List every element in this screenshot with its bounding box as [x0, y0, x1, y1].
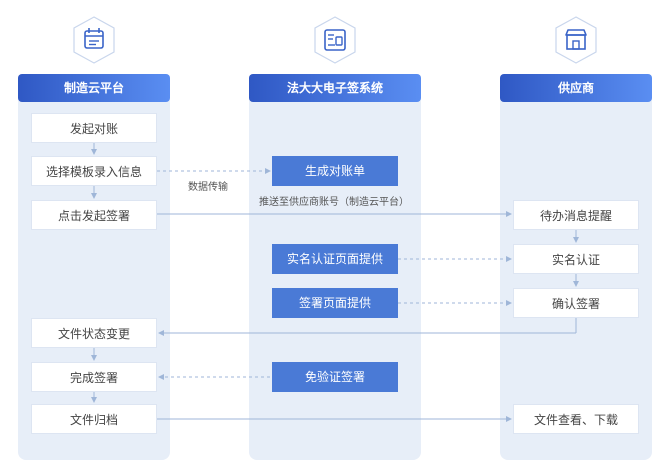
step-sign-page: 签署页面提供	[272, 288, 398, 318]
step-select-template: 选择模板录入信息	[31, 156, 157, 186]
step-status-change: 文件状态变更	[31, 318, 157, 348]
step-confirm-sign: 确认签署	[513, 288, 639, 318]
step-identity-verify: 实名认证	[513, 244, 639, 274]
step-initiate-reconciliation: 发起对账	[31, 113, 157, 143]
step-todo-reminder: 待办消息提醒	[513, 200, 639, 230]
push-to-supplier-label: 推送至供应商账号（制造云平台）	[259, 197, 409, 208]
step-no-verify-sign: 免验证签署	[272, 362, 398, 392]
esign-system-header: 法大大电子签系统	[249, 74, 421, 102]
step-generate-statement: 生成对账单	[272, 156, 398, 186]
supplier-header: 供应商	[500, 74, 652, 102]
calendar-checklist-icon	[68, 14, 120, 66]
esign-system-column	[249, 88, 421, 460]
step-identity-page: 实名认证页面提供	[272, 244, 398, 274]
document-seal-icon	[309, 14, 361, 66]
step-view-download: 文件查看、下载	[513, 404, 639, 434]
step-archive: 文件归档	[31, 404, 157, 434]
storefront-icon	[550, 14, 602, 66]
data-transfer-label: 数据传输	[188, 182, 228, 193]
platform-header: 制造云平台	[18, 74, 170, 102]
step-complete-sign: 完成签署	[31, 362, 157, 392]
step-click-sign: 点击发起签署	[31, 200, 157, 230]
